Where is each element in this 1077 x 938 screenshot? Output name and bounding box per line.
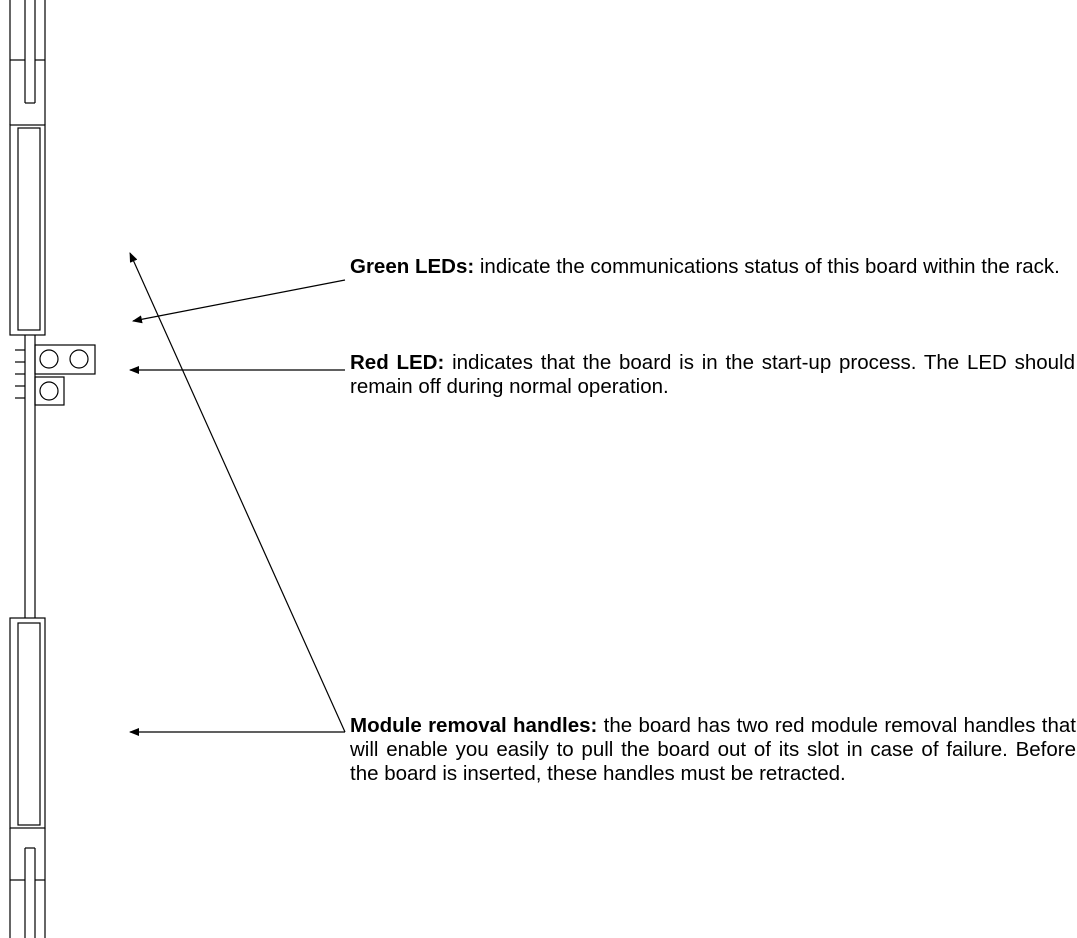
top-handle-slot (17, 127, 41, 331)
green-leds-description: indicate the communications status of th… (479, 255, 1060, 278)
removal-handles-callout: Module removal handles: the board has tw… (350, 714, 1076, 786)
front-panel (9, 0, 96, 938)
top-removal-handle (9, 124, 46, 336)
red-led-callout: Red LED: indicates that the board is in … (350, 351, 1075, 399)
green-leds-title: Green LEDs: (350, 255, 480, 278)
green-led-1 (39, 349, 59, 369)
red-led (39, 381, 59, 401)
callout-arrows (129, 252, 346, 736)
green-leds-arrow (132, 279, 346, 324)
red-led-title: Red LED: (350, 351, 453, 374)
green-leds-callout: Green LEDs: indicate the communications … (350, 255, 1075, 279)
handles-arrow-top (129, 252, 346, 733)
red-led-housing (34, 376, 65, 406)
bottom-handle-slot (17, 622, 41, 826)
bottom-removal-handle (9, 617, 46, 829)
green-led-2 (69, 349, 89, 369)
removal-handles-description: the board has two red module removal han… (350, 714, 1076, 785)
green-led-housing (34, 344, 96, 375)
removal-handles-title: Module removal handles: (350, 714, 604, 737)
red-led-description: indicates that the board is in the start… (350, 351, 1076, 398)
